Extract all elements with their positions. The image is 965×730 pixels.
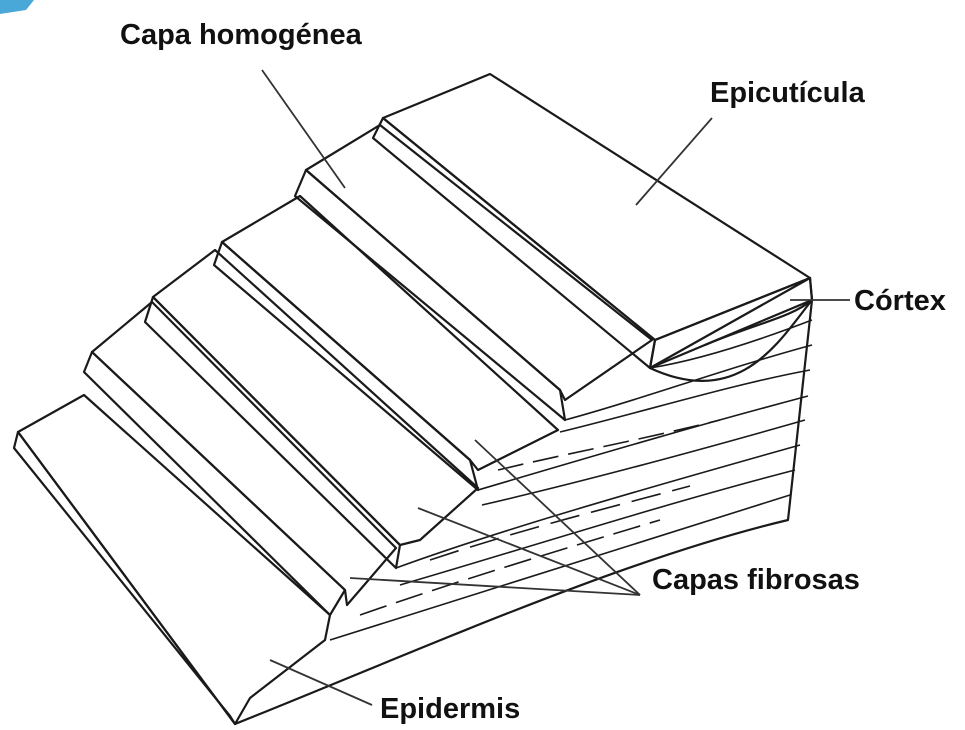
leader-homogeneous xyxy=(262,70,345,188)
epidermis-layer xyxy=(14,395,330,724)
corner-accent-mark xyxy=(0,0,34,14)
leader-fibrous-2 xyxy=(418,508,640,595)
label-cortex: Córtex xyxy=(854,285,946,317)
label-homogeneous-layer: Capa homogénea xyxy=(120,19,363,51)
label-epicuticle: Epicutícula xyxy=(710,77,866,109)
cortex-end-faces xyxy=(235,278,812,724)
epicuticle-layer xyxy=(373,74,812,368)
label-fibrous-layers: Capas fibrosas xyxy=(652,564,860,596)
leader-epidermis xyxy=(270,660,372,705)
fibrous-layer-crosshatch xyxy=(145,250,478,568)
leader-fibrous-1 xyxy=(475,440,640,595)
label-epidermis: Epidermis xyxy=(380,693,520,725)
fibrous-layer-vertical xyxy=(84,302,396,615)
homogeneous-layer xyxy=(295,125,652,420)
